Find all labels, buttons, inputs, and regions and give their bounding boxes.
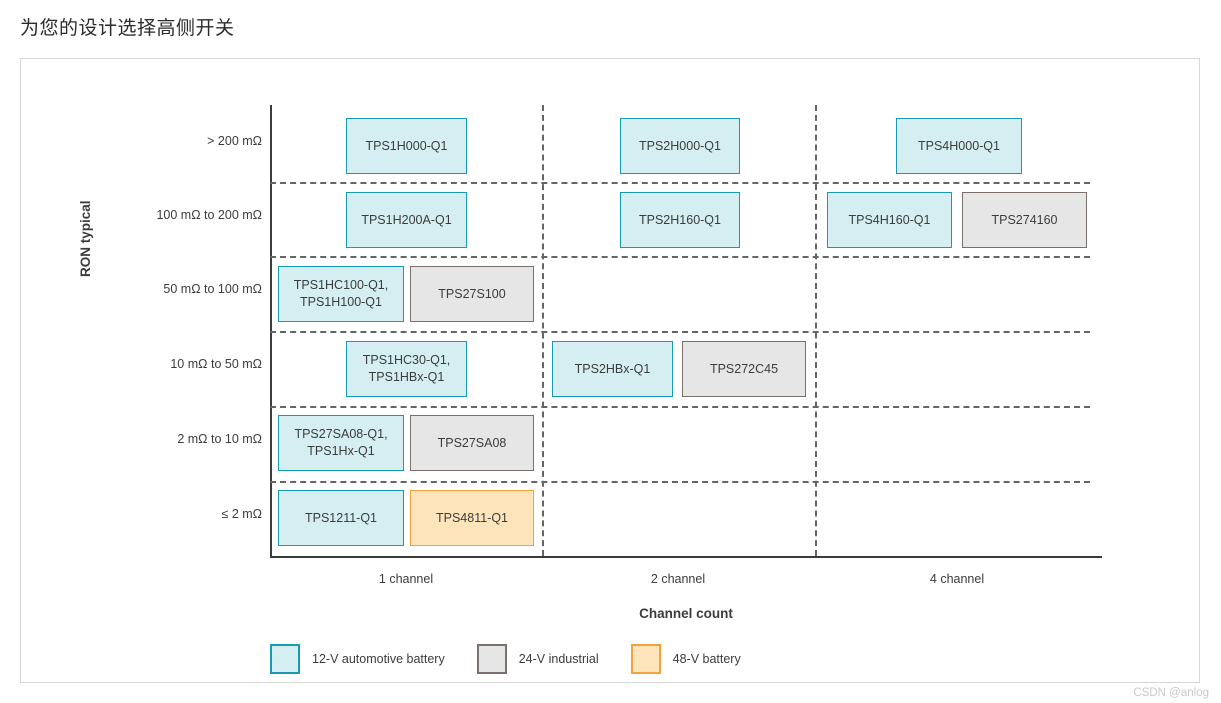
y-axis-tick-label: ≤ 2 mΩ <box>221 507 262 521</box>
product-cell[interactable]: TPS27S100 <box>410 266 534 322</box>
product-cell[interactable]: TPS1H200A-Q1 <box>346 192 467 248</box>
legend-swatch-auto12 <box>270 644 300 674</box>
x-axis-line <box>270 556 1102 558</box>
row-divider <box>270 406 1090 408</box>
column-divider <box>542 105 544 556</box>
product-cell[interactable]: TPS4811-Q1 <box>410 490 534 546</box>
x-axis-tick-label: 1 channel <box>378 572 434 586</box>
y-axis-tick-label: 2 mΩ to 10 mΩ <box>177 432 262 446</box>
row-divider <box>270 481 1090 483</box>
y-axis-tick-label: 50 mΩ to 100 mΩ <box>163 282 262 296</box>
product-cell[interactable]: TPS27SA08 <box>410 415 534 471</box>
product-cell[interactable]: TPS2HBx-Q1 <box>552 341 673 397</box>
x-axis-title: Channel count <box>639 606 733 621</box>
y-axis-tick-label: > 200 mΩ <box>207 134 262 148</box>
legend-entry: 48-V battery <box>630 644 741 674</box>
product-cell[interactable]: TPS1211-Q1 <box>278 490 404 546</box>
legend-label: 48-V battery <box>672 652 741 666</box>
legend-label: 12-V automotive battery <box>312 652 445 666</box>
legend: 12-V automotive battery 24-V industrial 48… <box>270 643 773 675</box>
legend-label: 24-V industrial <box>518 652 599 666</box>
row-divider <box>270 331 1090 333</box>
row-divider <box>270 182 1090 184</box>
product-cell[interactable]: TPS1HC30-Q1, TPS1HBx-Q1 <box>346 341 467 397</box>
product-cell[interactable]: TPS4H160-Q1 <box>827 192 952 248</box>
legend-swatch-ind24 <box>476 644 507 674</box>
product-cell[interactable]: TPS1H000-Q1 <box>346 118 467 174</box>
x-axis-tick-label: 4 channel <box>929 572 985 586</box>
y-axis-tick-label: 10 mΩ to 50 mΩ <box>170 357 262 371</box>
watermark: CSDN @anlog <box>1133 687 1209 699</box>
legend-entry: 24-V industrial <box>476 644 599 674</box>
legend-swatch-batt48 <box>630 644 661 674</box>
product-cell[interactable]: TPS27SA08-Q1, TPS1Hx-Q1 <box>278 415 404 471</box>
product-cell[interactable]: TPS4H000-Q1 <box>896 118 1022 174</box>
product-cell[interactable]: TPS2H160-Q1 <box>620 192 740 248</box>
row-divider <box>270 256 1090 258</box>
product-cell[interactable]: TPS272C45 <box>682 341 806 397</box>
y-axis-tick-label: 100 mΩ to 200 mΩ <box>156 208 262 222</box>
product-cell[interactable]: TPS1HC100-Q1, TPS1H100-Q1 <box>278 266 404 322</box>
page-title: 为您的设计选择高侧开关 <box>20 18 235 39</box>
product-cell[interactable]: TPS274160 <box>962 192 1087 248</box>
column-divider <box>815 105 817 556</box>
x-axis-tick-label: 2 channel <box>650 572 706 586</box>
y-axis-tick-labels: > 200 mΩ 100 mΩ to 200 mΩ 50 mΩ to 100 mΩ 1… <box>0 0 262 703</box>
legend-entry: 12-V automotive battery <box>270 644 445 674</box>
product-cell[interactable]: TPS2H000-Q1 <box>620 118 740 174</box>
